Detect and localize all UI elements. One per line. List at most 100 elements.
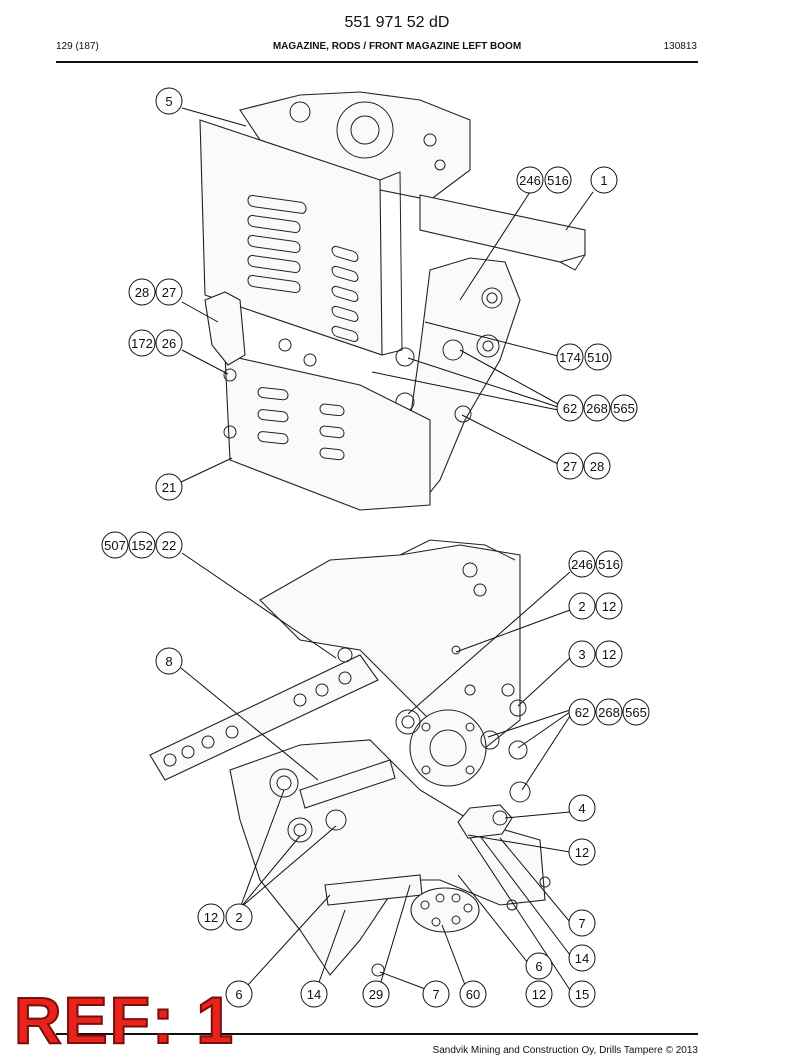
svg-text:152: 152 (131, 538, 153, 553)
svg-text:268: 268 (586, 401, 608, 416)
callout-upper-6: 172 (128, 329, 156, 357)
page-number: 129 (187) (56, 41, 99, 52)
callout-upper-5: 27 (155, 278, 183, 306)
lower-leader-lines (180, 552, 571, 991)
svg-text:15: 15 (575, 987, 589, 1002)
svg-text:60: 60 (466, 987, 480, 1002)
svg-text:510: 510 (587, 350, 609, 365)
callout-lower-11: 268 (595, 698, 623, 726)
svg-text:12: 12 (575, 845, 589, 860)
svg-text:14: 14 (307, 987, 321, 1002)
callout-lower-16: 2 (225, 903, 253, 931)
callout-lower-19: 6 (525, 952, 553, 980)
svg-text:174: 174 (559, 350, 581, 365)
callout-lower-21: 14 (300, 980, 328, 1008)
svg-text:507: 507 (104, 538, 126, 553)
upper-assembly-drawing (199, 91, 586, 511)
svg-text:62: 62 (575, 705, 589, 720)
callout-upper-1: 246 (516, 166, 544, 194)
svg-text:29: 29 (369, 987, 383, 1002)
callout-upper-0: 5 (155, 87, 183, 115)
svg-text:12: 12 (204, 910, 218, 925)
callout-lower-25: 12 (525, 980, 553, 1008)
lower-assembly-drawing (149, 539, 551, 977)
callout-lower-7: 8 (155, 647, 183, 675)
svg-text:62: 62 (563, 401, 577, 416)
svg-text:14: 14 (575, 951, 589, 966)
callout-lower-24: 60 (459, 980, 487, 1008)
callout-upper-13: 27 (556, 452, 584, 480)
callout-upper-4: 28 (128, 278, 156, 306)
svg-text:1: 1 (600, 173, 607, 188)
callout-upper-14: 28 (583, 452, 611, 480)
svg-text:12: 12 (602, 647, 616, 662)
date-code: 130813 (663, 41, 697, 52)
callout-lower-15: 12 (197, 903, 225, 931)
svg-text:27: 27 (563, 459, 577, 474)
document-number: 551 971 52 dD (344, 14, 450, 31)
svg-text:7: 7 (578, 916, 585, 931)
callout-lower-4: 516 (595, 550, 623, 578)
callout-upper-3: 1 (590, 166, 618, 194)
svg-text:246: 246 (571, 557, 593, 572)
callout-upper-11: 268 (583, 394, 611, 422)
svg-text:6: 6 (535, 959, 542, 974)
callout-lower-3: 246 (568, 550, 596, 578)
svg-text:12: 12 (602, 599, 616, 614)
callout-lower-14: 12 (568, 838, 596, 866)
callout-lower-2: 22 (155, 531, 183, 559)
footer-rule (56, 1033, 698, 1035)
callout-upper-10: 62 (556, 394, 584, 422)
callout-upper-2: 516 (544, 166, 572, 194)
svg-text:22: 22 (162, 538, 176, 553)
callout-lower-6: 12 (595, 592, 623, 620)
callout-lower-10: 62 (568, 698, 596, 726)
svg-text:565: 565 (625, 705, 647, 720)
upper-leader-lines (180, 107, 594, 483)
page-title: MAGAZINE, RODS / FRONT MAGAZINE LEFT BOO… (272, 41, 522, 52)
callout-upper-12: 565 (610, 394, 638, 422)
svg-text:6: 6 (235, 987, 242, 1002)
svg-text:8: 8 (165, 654, 172, 669)
callout-lower-13: 4 (568, 794, 596, 822)
svg-text:565: 565 (613, 401, 635, 416)
svg-text:21: 21 (162, 480, 176, 495)
svg-text:516: 516 (598, 557, 620, 572)
callout-lower-22: 29 (362, 980, 390, 1008)
callout-lower-5: 2 (568, 592, 596, 620)
svg-text:5: 5 (165, 94, 172, 109)
svg-text:2: 2 (578, 599, 585, 614)
ref-stamp: REF: 1 (13, 982, 236, 1058)
svg-text:28: 28 (590, 459, 604, 474)
callout-lower-20: 6 (225, 980, 253, 1008)
callout-lower-1: 152 (128, 531, 156, 559)
svg-text:516: 516 (547, 173, 569, 188)
callout-lower-12: 565 (622, 698, 650, 726)
callout-lower-23: 7 (422, 980, 450, 1008)
svg-text:12: 12 (532, 987, 546, 1002)
header-rule (56, 61, 698, 63)
svg-text:27: 27 (162, 285, 176, 300)
svg-text:4: 4 (578, 801, 585, 816)
callout-lower-0: 507 (101, 531, 129, 559)
callout-lower-26: 15 (568, 980, 596, 1008)
svg-text:268: 268 (598, 705, 620, 720)
svg-text:7: 7 (432, 987, 439, 1002)
svg-text:2: 2 (235, 910, 242, 925)
callout-lower-8: 3 (568, 640, 596, 668)
svg-text:28: 28 (135, 285, 149, 300)
callout-upper-7: 26 (155, 329, 183, 357)
svg-text:3: 3 (578, 647, 585, 662)
callout-lower-18: 14 (568, 944, 596, 972)
callout-upper-9: 510 (584, 343, 612, 371)
svg-text:246: 246 (519, 173, 541, 188)
callout-lower-17: 7 (568, 909, 596, 937)
callout-upper-15: 21 (155, 473, 183, 501)
callout-upper-8: 174 (556, 343, 584, 371)
footer-copyright: Sandvik Mining and Construction Oy, Dril… (432, 1045, 698, 1056)
callout-lower-9: 12 (595, 640, 623, 668)
svg-text:172: 172 (131, 336, 153, 351)
svg-text:26: 26 (162, 336, 176, 351)
